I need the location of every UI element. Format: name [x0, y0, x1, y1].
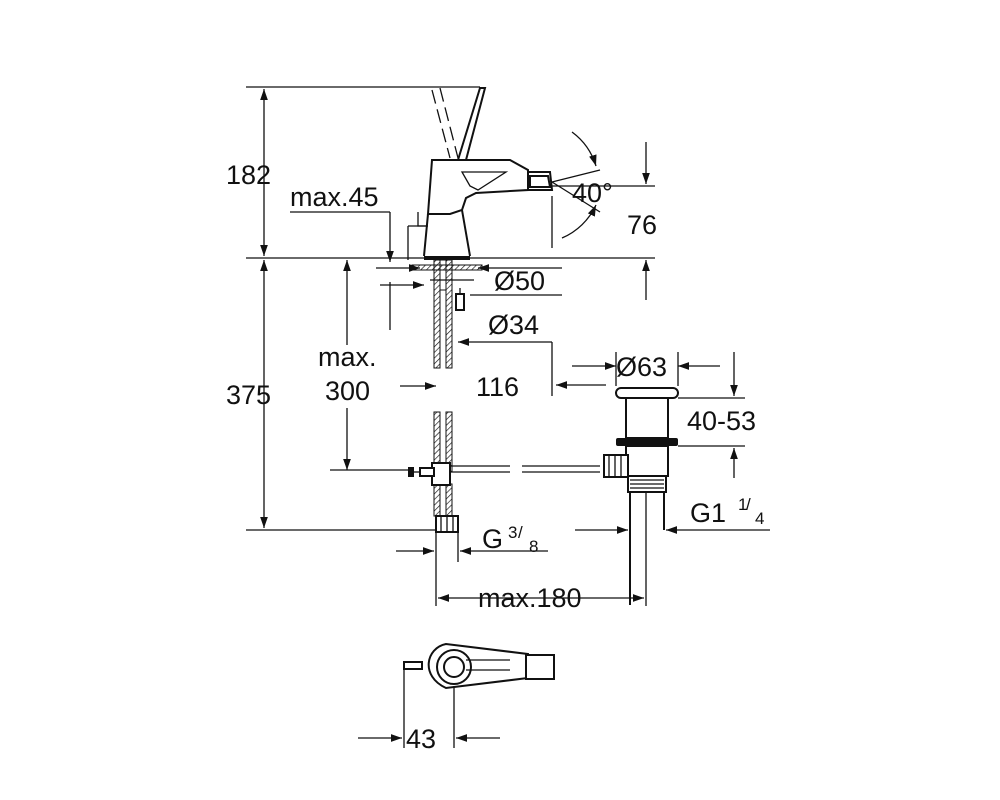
dimension-lines — [260, 89, 770, 748]
waste-assembly — [603, 387, 679, 605]
dim-height-upper: 182 — [226, 160, 271, 190]
svg-text:G1: G1 — [690, 498, 726, 528]
dim-waste-range: 40-53 — [687, 406, 756, 436]
svg-text:3: 3 — [508, 523, 517, 542]
pop-up-rod — [450, 465, 600, 473]
svg-text:G: G — [482, 524, 503, 554]
svg-text:/: / — [518, 523, 523, 542]
svg-text:8: 8 — [529, 537, 538, 556]
dim-spout-reach: 116 — [476, 372, 519, 402]
dim-spout-angle: 40° — [572, 178, 613, 208]
dim-waste-offset: max.180 — [478, 583, 582, 613]
dim-hose-thread: G 3 / 8 — [482, 523, 538, 556]
dim-top-view-width: 43 — [406, 724, 436, 754]
dim-waste-thread: G1 1 / 4 — [690, 495, 764, 528]
dim-counter-max-label: max. — [318, 342, 377, 372]
dim-base-diameter: Ø50 — [494, 266, 545, 296]
faucet-side-view — [408, 87, 554, 533]
dim-shank-diameter: Ø34 — [488, 310, 539, 340]
dim-waste-diameter: Ø63 — [616, 352, 667, 382]
dim-height-lower: 375 — [226, 380, 271, 410]
svg-text:1: 1 — [738, 495, 747, 514]
svg-text:4: 4 — [755, 509, 764, 528]
dimension-labels: 182 max.45 40° 76 Ø50 Ø34 max. 300 375 1… — [226, 160, 764, 754]
dim-lever-offset: max.45 — [290, 182, 379, 212]
dim-counter-max-value: 300 — [325, 376, 370, 406]
svg-text:/: / — [746, 495, 751, 514]
faucet-top-view — [403, 642, 555, 690]
dim-spout-height: 76 — [627, 210, 657, 240]
